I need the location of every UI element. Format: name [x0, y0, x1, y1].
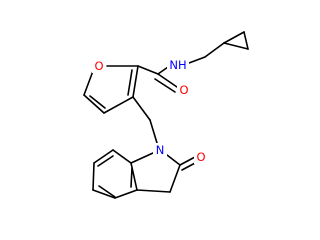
benzene-bond-4	[92, 162, 95, 191]
ch2-benzo-bond	[136, 189, 171, 193]
lactam-ch2-bond	[169, 164, 181, 193]
benzene-bond-3	[92, 189, 116, 199]
atom-oxygen-lactam-label: O	[196, 150, 205, 164]
bond-layer	[83, 31, 249, 199]
benzo-n-bond	[130, 152, 154, 164]
furan-ch2-bond	[132, 96, 151, 121]
atom-label-layer: O O NH N O	[92, 58, 208, 164]
atom-oxygen-furan: O	[92, 59, 106, 73]
furan-c3-c2-inner-bond	[127, 69, 133, 96]
n-carbonyl-bond	[166, 154, 181, 166]
carbonyl-double-bond-a	[157, 73, 178, 88]
ch2-cyclopropyl-bond	[204, 42, 225, 58]
benzene-bond-6	[112, 149, 132, 164]
atom-nitrogen-indolinone-label: N	[156, 143, 165, 157]
atom-oxygen-amide: O	[177, 83, 191, 97]
cyclopropyl-bond-a	[223, 31, 245, 44]
atom-oxygen-furan-background	[92, 59, 106, 73]
benzene-bond-2	[114, 189, 138, 199]
atom-oxygen-furan-label: O	[94, 59, 103, 73]
molecule-structure-diagram: O O NH N O	[83, 31, 249, 199]
carbonyl-double-bond-b	[154, 78, 176, 93]
molecule-svg: O O NH N O	[83, 31, 249, 199]
atom-nitrogen-indolinone-background	[153, 143, 167, 157]
furan-c5-c4-inner-bond	[89, 95, 106, 109]
atom-oxygen-amide-background	[177, 83, 191, 97]
benzene-inner-bond-c	[130, 167, 133, 188]
atom-nitrogen-amide: NH	[167, 58, 189, 72]
atom-nitrogen-amide-label: NH	[169, 58, 186, 72]
furan-c5-c4-bond	[83, 94, 105, 114]
benzene-bond-5	[93, 149, 114, 164]
benzene-inner-bond-a	[97, 155, 114, 167]
furan-c4-c3-bond	[103, 96, 134, 114]
cyclopropyl-bond-c	[223, 42, 249, 50]
atom-nitrogen-indolinone: N	[153, 143, 167, 157]
atom-nitrogen-amide-background	[167, 58, 189, 72]
furan-o-c5-bond	[83, 70, 94, 96]
atom-oxygen-amide-label: O	[179, 83, 188, 97]
atom-oxygen-lactam: O	[194, 150, 208, 164]
cyclopropyl-bond-b	[243, 31, 249, 50]
furan-c3-c2-bond	[132, 65, 139, 98]
carbonyl-furan-bond	[137, 65, 159, 75]
ch2-nh-bond	[188, 56, 206, 64]
benzene-inner-bond-b	[98, 185, 116, 198]
ch2-n-bond	[149, 119, 158, 144]
atom-oxygen-lactam-background	[194, 150, 208, 164]
lactam-c-o-bond-a	[179, 156, 196, 166]
nh-carbonyl-bond	[157, 66, 169, 75]
